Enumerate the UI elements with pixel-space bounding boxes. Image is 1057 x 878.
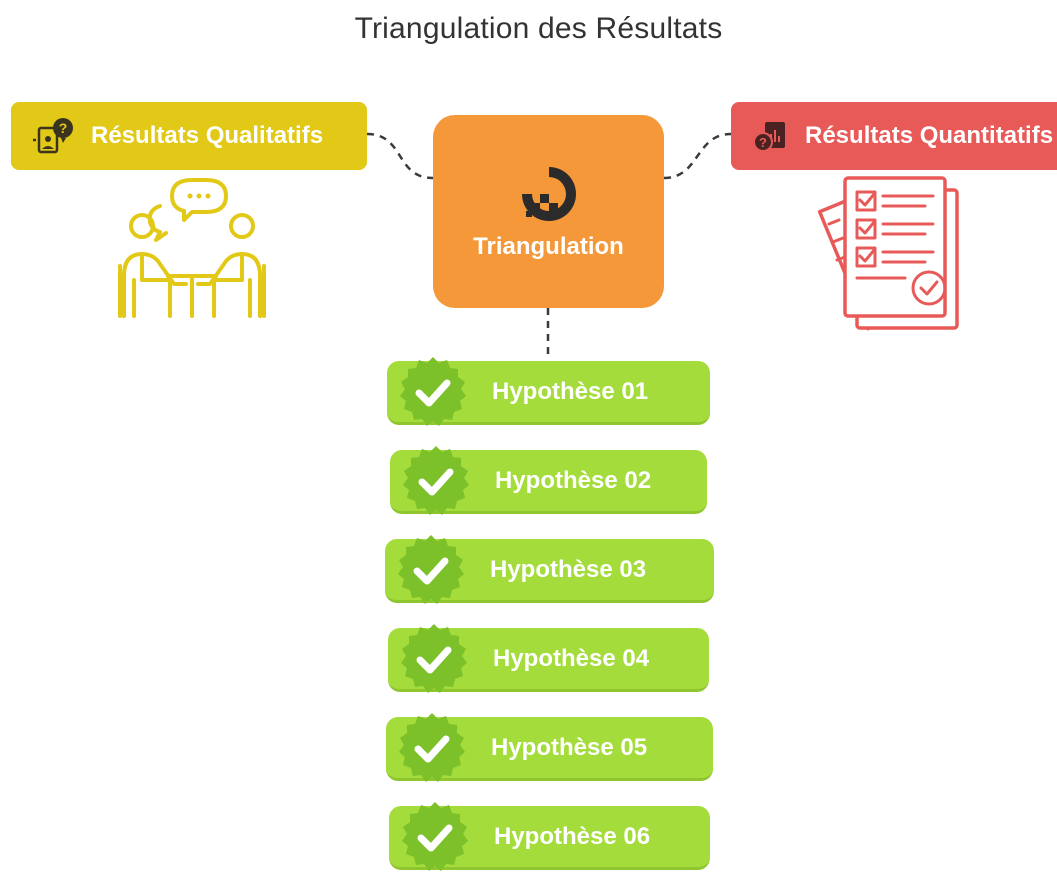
triangulation-node: Triangulation (433, 115, 664, 308)
checklist-documents-icon (817, 176, 959, 331)
data-report-icon: ? (751, 116, 791, 156)
svg-text:?: ? (759, 135, 767, 150)
qualitative-results-label: Résultats Qualitatifs (91, 122, 324, 149)
check-badge-icon (402, 802, 468, 871)
hypothesis-item: Hypothèse 03 (385, 535, 714, 604)
hypothesis-label: Hypothèse 05 (491, 734, 648, 761)
hypothesis-item: Hypothèse 04 (388, 624, 709, 693)
hypothesis-label: Hypothèse 06 (494, 823, 651, 850)
connector-quantitative (663, 132, 732, 180)
connector-qualitative (366, 132, 434, 180)
hypothesis-item: Hypothèse 02 (390, 446, 707, 515)
hypothesis-label: Hypothèse 04 (493, 645, 650, 672)
check-badge-icon (403, 446, 469, 515)
digitalocean-logo-icon (518, 163, 580, 228)
hypothesis-item: Hypothèse 01 (387, 357, 710, 426)
hypothesis-item: Hypothèse 05 (386, 713, 713, 782)
two-people-conversation-icon (118, 178, 266, 318)
quantitative-results-tag: ? Résultats Quantitatifs (731, 102, 1057, 170)
quantitative-results-label: Résultats Quantitatifs (805, 122, 1054, 149)
check-badge-icon (401, 624, 467, 693)
hypothesis-label: Hypothèse 03 (490, 556, 647, 583)
check-badge-icon (400, 357, 466, 426)
svg-text:?: ? (59, 120, 68, 136)
hypothesis-label: Hypothèse 02 (495, 467, 652, 494)
check-badge-icon (399, 713, 465, 782)
triangulation-label: Triangulation (473, 233, 624, 260)
check-badge-icon (398, 535, 464, 604)
hypothesis-label: Hypothèse 01 (492, 378, 649, 405)
qualitative-results-tag: ? Résultats Qualitatifs (11, 102, 367, 170)
interview-question-icon: ? (31, 116, 77, 156)
hypothesis-item: Hypothèse 06 (389, 802, 710, 871)
diagram-title: Triangulation des Résultats (354, 12, 723, 45)
